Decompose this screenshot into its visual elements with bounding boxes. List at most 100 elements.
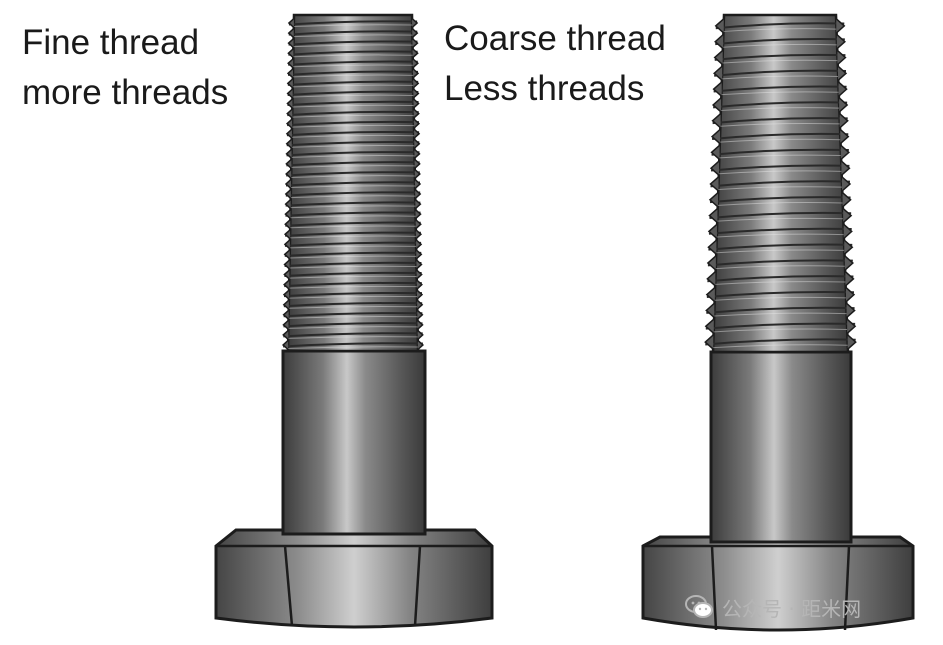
fine-thread-highlight bbox=[290, 225, 416, 229]
fine-thread-ridge bbox=[287, 100, 419, 107]
coarse-thread-label: Coarse thread Less threads bbox=[444, 14, 666, 114]
coarse-thread-ridge bbox=[710, 180, 851, 188]
fine-head-face-edge bbox=[283, 545, 294, 627]
fine-thread-tooth-left bbox=[287, 17, 295, 29]
fine-thread-highlight bbox=[288, 346, 418, 349]
fine-thread-ridge bbox=[284, 271, 422, 278]
coarse-thread-ridge bbox=[713, 101, 848, 109]
fine-thread-ridge bbox=[283, 332, 423, 338]
coarse-head-face-edge bbox=[710, 545, 718, 631]
fine-thread-tooth-right bbox=[412, 78, 420, 89]
coarse-thread-tooth-left bbox=[706, 255, 717, 271]
fine-thread-tooth-right bbox=[415, 229, 423, 240]
coarse-thread-highlight bbox=[716, 233, 844, 238]
fine-thread-tooth-left bbox=[283, 239, 291, 250]
fine-thread-ridge bbox=[283, 312, 423, 318]
fine-thread-tooth-left bbox=[282, 329, 289, 340]
fine-thread-tooth-left bbox=[286, 88, 294, 99]
coarse-thread-ridge bbox=[708, 227, 852, 235]
fine-thread-tooth-left bbox=[281, 339, 289, 351]
fine-thread-highlight bbox=[291, 165, 415, 168]
fine-thread-bolt bbox=[214, 13, 494, 629]
fine-thread-tooth-left bbox=[286, 68, 294, 79]
fine-thread-tooth-right bbox=[414, 168, 421, 180]
fine-thread-tooth-right bbox=[411, 28, 419, 39]
coarse-thread-tooth-left bbox=[706, 271, 716, 287]
fine-thread-tooth-left bbox=[284, 219, 291, 230]
fine-thread-ridge bbox=[284, 241, 422, 247]
fine-thread-highlight bbox=[293, 64, 413, 68]
coarse-thread-highlight bbox=[720, 122, 840, 127]
fine-thread-highlight bbox=[291, 134, 415, 138]
fine-label-line1: Fine thread bbox=[22, 23, 200, 62]
coarse-thread-highlight bbox=[715, 281, 846, 285]
fine-thread-highlight bbox=[291, 144, 415, 148]
coarse-thread-tooth-right bbox=[843, 223, 853, 240]
fine-thread-highlight bbox=[293, 34, 413, 38]
fine-thread-tooth-left bbox=[283, 269, 290, 280]
fine-thread-tooth-left bbox=[283, 279, 290, 290]
coarse-label-line2: Less threads bbox=[444, 69, 645, 108]
coarse-thread-highlight bbox=[714, 296, 847, 301]
fine-thread-tooth-right bbox=[414, 158, 421, 169]
coarse-thread-tooth-left bbox=[714, 18, 725, 34]
coarse-thread-tooth-right bbox=[838, 97, 849, 113]
coarse-thread-tooth-left bbox=[704, 334, 714, 350]
coarse-thread-tooth-left bbox=[707, 239, 717, 255]
coarse-thread-tooth-right bbox=[838, 81, 848, 97]
fine-thread-tooth-left bbox=[285, 168, 292, 180]
coarse-bolt-shank bbox=[709, 350, 853, 544]
coarse-thread-ridges bbox=[704, 18, 857, 350]
coarse-thread-highlight bbox=[719, 154, 841, 159]
fine-thread-tooth-right bbox=[415, 259, 423, 270]
coarse-thread-tooth-left bbox=[709, 160, 720, 176]
coarse-thread-highlight bbox=[715, 265, 845, 270]
fine-thread-highlight bbox=[290, 235, 416, 239]
coarse-thread-tooth-right bbox=[835, 18, 846, 34]
fine-thread-ridge bbox=[287, 80, 419, 86]
fine-thread-tooth-left bbox=[283, 259, 291, 270]
fine-thread-tooth-right bbox=[416, 279, 423, 290]
fine-thread-tooth-left bbox=[283, 249, 291, 260]
fine-thread-tooth-left bbox=[287, 48, 294, 59]
fine-thread-highlight bbox=[288, 316, 418, 319]
coarse-thread-highlight bbox=[720, 138, 841, 143]
coarse-thread-ridge bbox=[712, 117, 848, 125]
fine-thread-ridge bbox=[287, 90, 419, 96]
coarse-thread-tooth-right bbox=[839, 113, 849, 129]
fine-thread-tooth-right bbox=[415, 239, 423, 250]
fine-thread-highlight bbox=[289, 255, 417, 259]
coarse-thread-tooth-left bbox=[712, 81, 723, 97]
coarse-thread-tooth-right bbox=[846, 318, 857, 334]
fine-thread-ridge bbox=[285, 191, 421, 197]
coarse-label-line1: Coarse thread bbox=[444, 19, 666, 58]
coarse-thread-tooth-right bbox=[846, 302, 856, 319]
fine-thread-ridge bbox=[283, 291, 423, 298]
coarse-thread-tooth-left bbox=[713, 65, 723, 82]
fine-thread-highlight bbox=[292, 94, 414, 98]
coarse-thread-highlight bbox=[714, 312, 847, 317]
fine-thread-tooth-left bbox=[282, 319, 289, 330]
fine-thread-ridge bbox=[286, 151, 420, 157]
coarse-thread-ridge bbox=[715, 38, 845, 46]
coarse-thread-tooth-left bbox=[707, 223, 718, 240]
fine-thread-tooth-right bbox=[416, 309, 424, 320]
fine-thread-tooth-left bbox=[283, 229, 291, 240]
fine-thread-highlight bbox=[290, 215, 416, 219]
fine-thread-highlight bbox=[292, 114, 414, 118]
fine-thread-tooth-right bbox=[414, 188, 422, 200]
coarse-thread-ridge bbox=[709, 196, 851, 204]
fine-thread-tooth-left bbox=[285, 138, 293, 149]
coarse-thread-tooth-right bbox=[845, 286, 856, 303]
coarse-thread-ridge bbox=[711, 132, 849, 140]
fine-thread-ridge bbox=[284, 251, 422, 257]
coarse-bolt-thread-body bbox=[711, 13, 850, 354]
coarse-thread-ridge bbox=[715, 22, 845, 30]
fine-thread-tooth-right bbox=[413, 128, 421, 139]
coarse-thread-highlight bbox=[713, 344, 848, 349]
coarse-thread-tooth-right bbox=[840, 144, 850, 161]
fine-thread-highlight bbox=[293, 54, 413, 58]
fine-thread-ridge bbox=[286, 161, 420, 167]
fine-thread-highlight bbox=[293, 44, 413, 48]
